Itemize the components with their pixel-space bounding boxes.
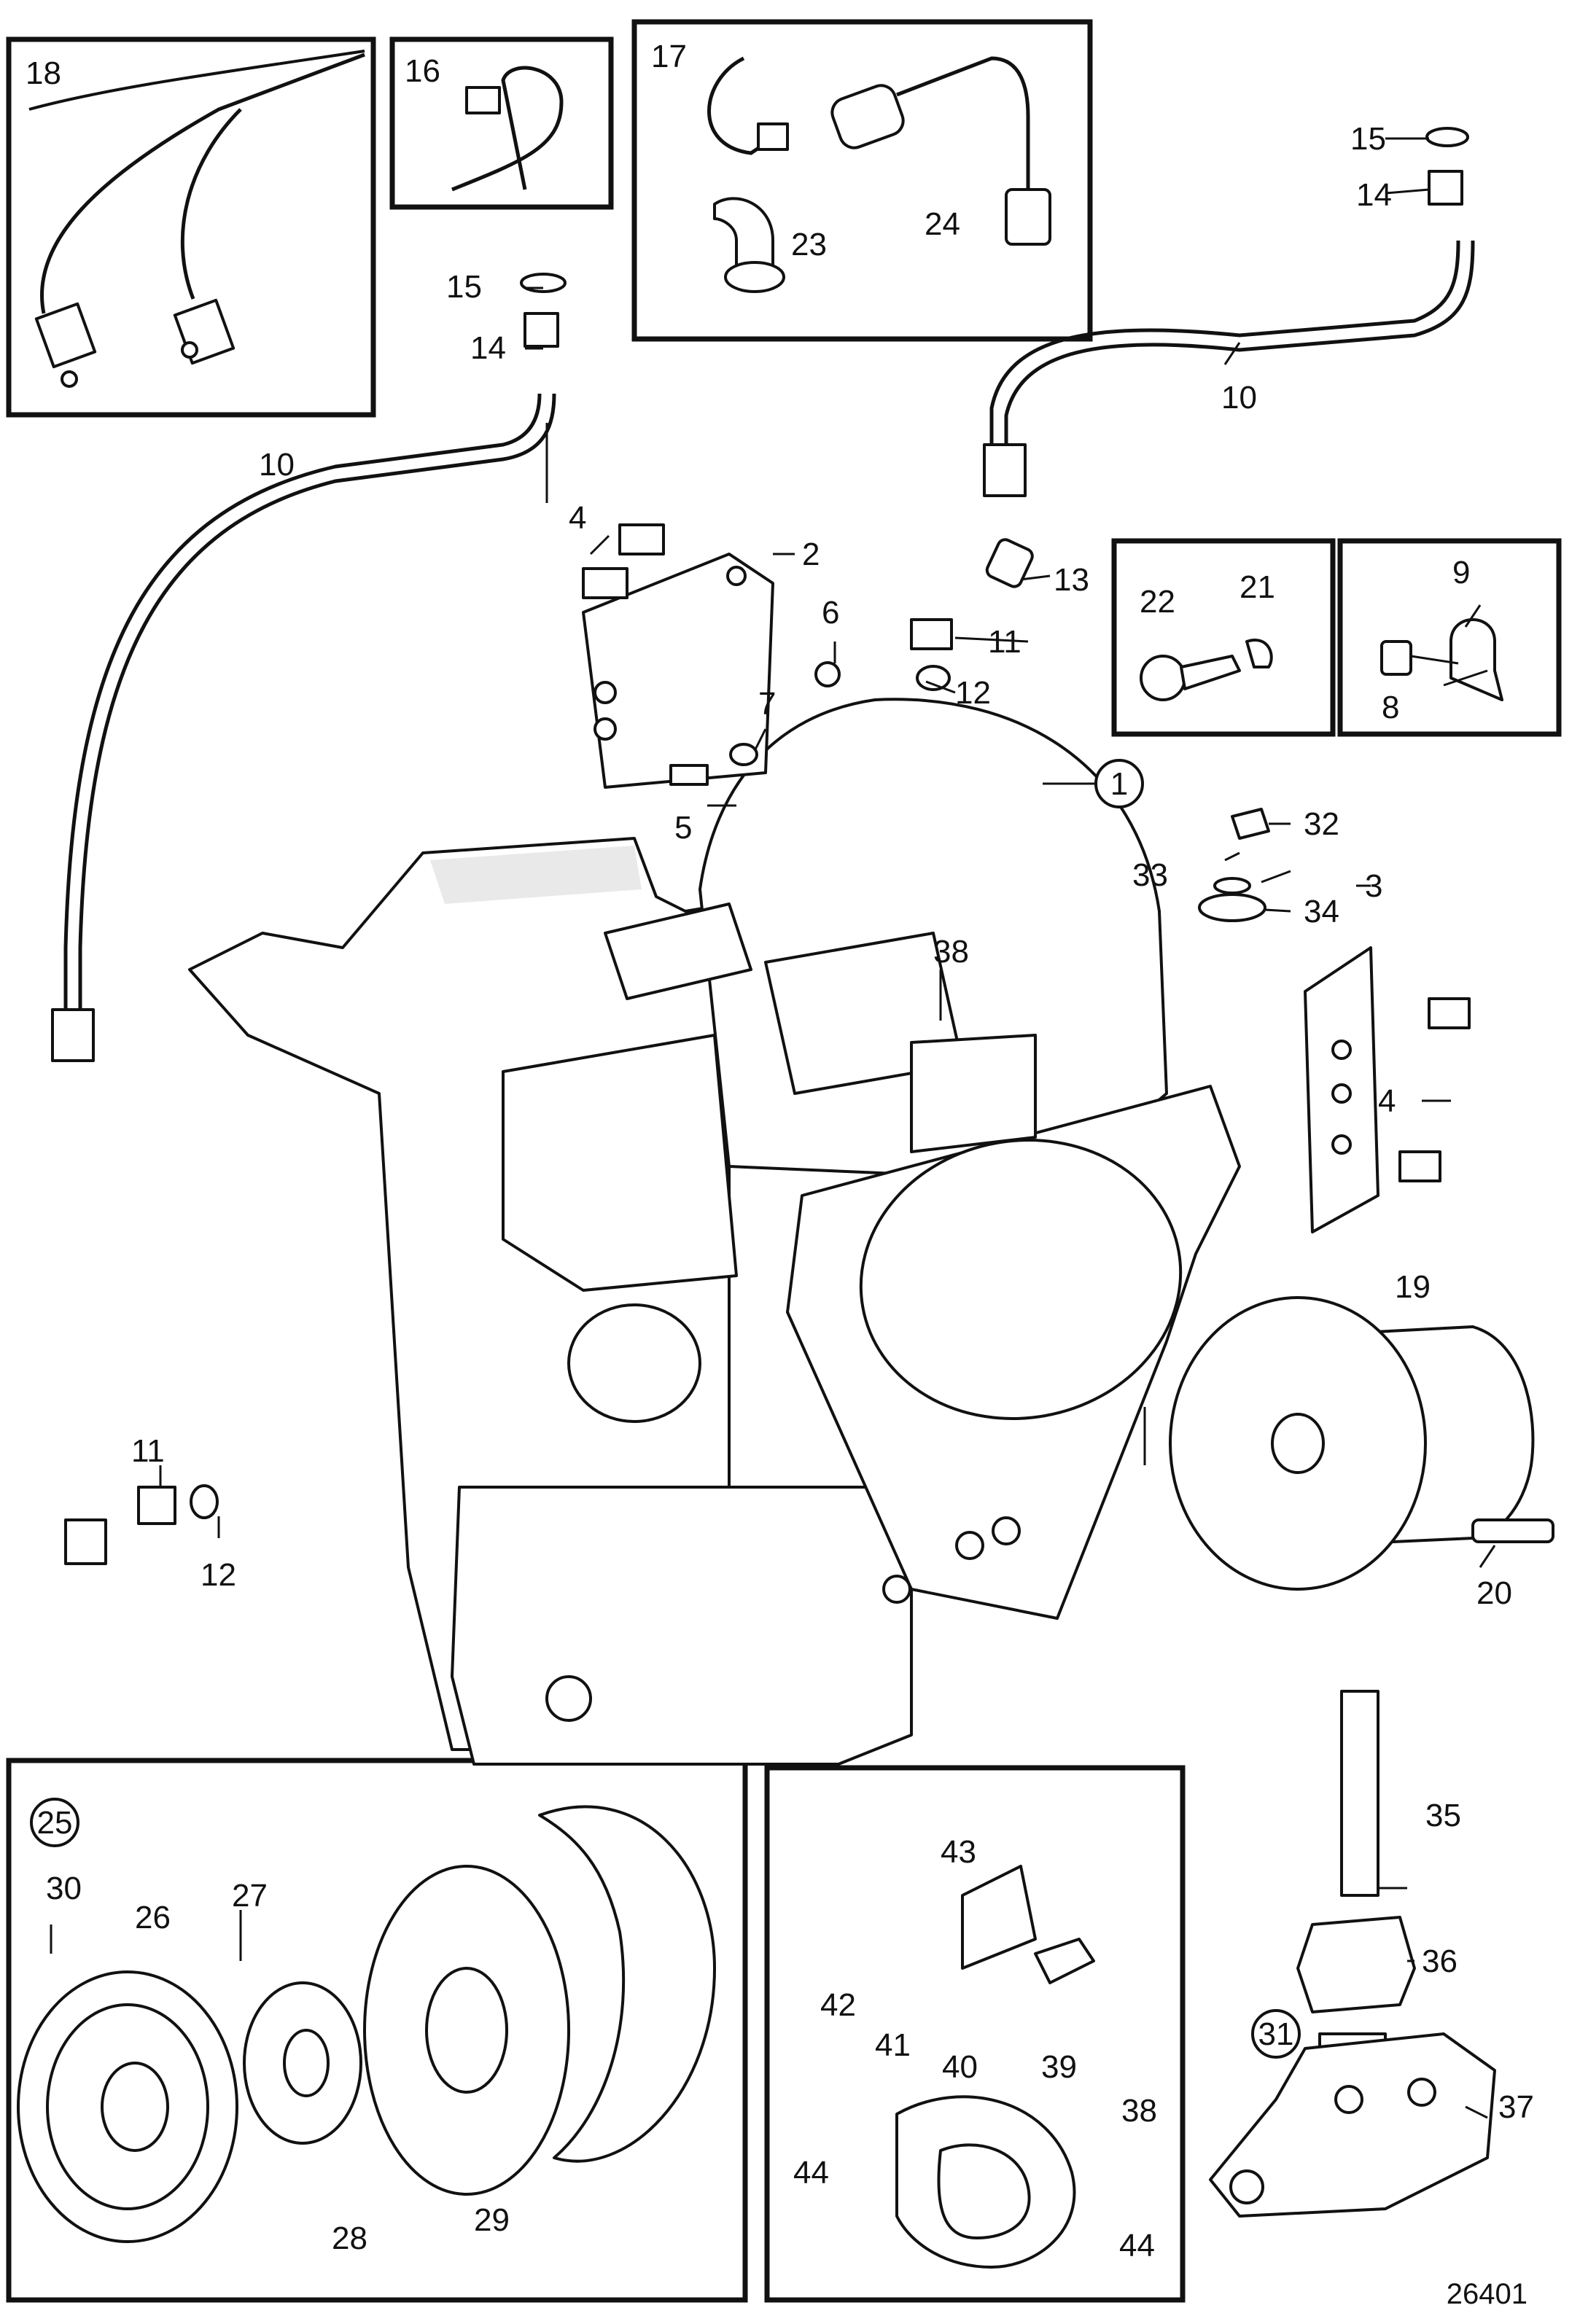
hose-10-left [51, 393, 556, 1062]
callout-38-inset: 38 [1121, 2093, 1157, 2129]
callout-35: 35 [1425, 1798, 1461, 1833]
inset-box-18 [6, 36, 376, 418]
callout-circle-31 [1251, 2009, 1301, 2059]
callout-44-left: 44 [793, 2155, 829, 2191]
callout-11-bottom: 11 [131, 1433, 165, 1469]
callout-1: 1 [1110, 766, 1128, 802]
callout-18: 18 [26, 55, 61, 91]
inset-box-16 [389, 36, 614, 210]
callout-25: 25 [37, 1805, 73, 1841]
callout-10-right: 10 [1221, 380, 1257, 416]
callout-10-left: 10 [259, 447, 295, 483]
callout-circle-25 [30, 1798, 79, 1847]
callout-38-main: 38 [933, 934, 969, 970]
callout-26: 26 [135, 1900, 171, 1935]
callout-20: 20 [1476, 1575, 1512, 1611]
callout-21: 21 [1240, 569, 1275, 605]
callout-44-right: 44 [1119, 2228, 1155, 2263]
callout-39: 39 [1041, 2049, 1077, 2085]
callout-3: 3 [1365, 868, 1382, 904]
callout-22: 22 [1140, 584, 1175, 620]
callout-6: 6 [822, 595, 839, 631]
callout-42: 42 [820, 1987, 856, 2023]
callout-23: 23 [791, 227, 827, 262]
callout-14-left: 14 [470, 330, 506, 366]
callout-30: 30 [46, 1871, 82, 1906]
callout-24: 24 [925, 206, 960, 242]
hose-10-right [983, 240, 1475, 497]
callout-32: 32 [1304, 806, 1339, 842]
callout-29: 29 [474, 2202, 510, 2238]
inset-box-8-9 [1337, 538, 1562, 737]
callout-4-left: 4 [569, 500, 586, 536]
callout-19: 19 [1395, 1269, 1431, 1305]
callout-12-top: 12 [955, 675, 991, 711]
callout-34: 34 [1304, 894, 1339, 929]
callout-40: 40 [942, 2049, 978, 2085]
callout-41: 41 [875, 2027, 911, 2063]
callout-36: 36 [1422, 1943, 1458, 1979]
callout-17: 17 [651, 39, 687, 74]
fittings-and-fasteners [64, 127, 1554, 1565]
gearbox-assembly [188, 698, 1241, 1766]
inset-box-38-44 [764, 1765, 1186, 2303]
callout-15-left: 15 [446, 269, 482, 305]
callout-labels: 1 2 3 4 4 5 6 7 8 9 10 10 11 11 12 12 13… [26, 39, 1534, 2263]
callout-9: 9 [1452, 555, 1470, 590]
inset-box-21-22 [1111, 538, 1336, 737]
leader-lines [159, 137, 1496, 2119]
mounting-bracket-2 [582, 553, 774, 789]
mounting-bracket-3 [1304, 946, 1379, 1233]
callout-5: 5 [674, 810, 692, 846]
callout-27: 27 [232, 1878, 268, 1914]
callout-11-top: 11 [988, 624, 1021, 660]
callout-28: 28 [332, 2220, 367, 2256]
inset-box-17-23-24 [631, 19, 1093, 342]
callout-12-bottom: 12 [201, 1557, 236, 1593]
callout-7: 7 [758, 686, 776, 722]
callout-8: 8 [1382, 690, 1399, 725]
engine-mount-31 [1209, 1690, 1496, 2218]
callout-4-right: 4 [1378, 1083, 1396, 1119]
callout-13: 13 [1054, 562, 1089, 598]
figure-id: 26401 [1447, 2278, 1528, 2310]
callout-33: 33 [1132, 857, 1168, 893]
callout-43: 43 [941, 1834, 976, 1870]
callout-16: 16 [405, 53, 440, 89]
inset-box-25 [6, 1758, 748, 2303]
callout-circle-1 [1094, 759, 1144, 808]
callout-31: 31 [1258, 2016, 1294, 2052]
callout-15-right: 15 [1350, 121, 1386, 157]
callout-14-right: 14 [1356, 177, 1392, 213]
adapter-flange-19 [1169, 1296, 1535, 1591]
callout-2: 2 [802, 537, 820, 572]
callout-37: 37 [1498, 2089, 1534, 2125]
